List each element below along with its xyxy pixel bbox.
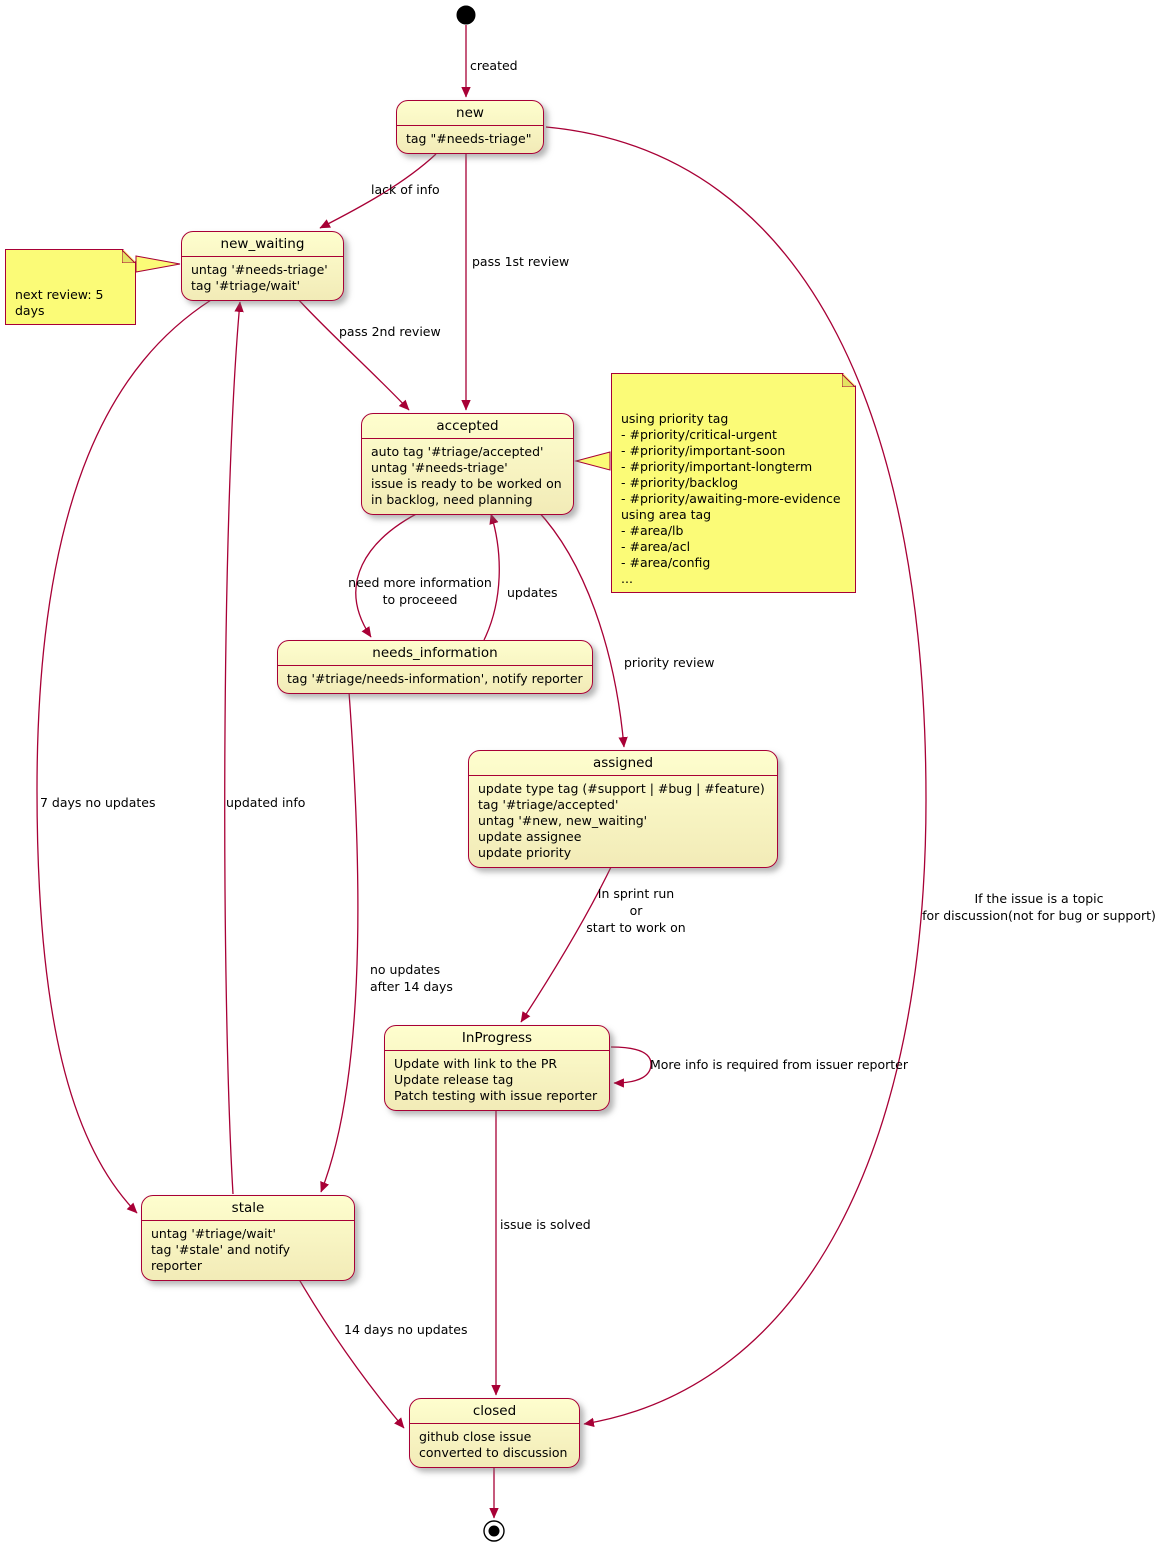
- edge-needs-information-to-stale: [320, 691, 359, 1193]
- state-accepted-body: auto tag '#triage/accepted' untag '#need…: [371, 444, 562, 507]
- initial-state-icon: [456, 5, 476, 25]
- state-assigned-title: assigned: [469, 751, 777, 776]
- label-no-updates-after-14-days: no updates after 14 days: [370, 962, 453, 994]
- edge-new-to-closed: [545, 126, 927, 1427]
- state-new-title: new: [397, 101, 543, 126]
- state-inprogress: InProgress Update with link to the PR Up…: [384, 1025, 610, 1111]
- label-created: created: [470, 58, 518, 73]
- edge-stale-to-new-waiting: [224, 301, 244, 1195]
- state-stale-title: stale: [142, 1196, 354, 1221]
- state-new-waiting-body: untag '#needs-triage' tag '#triage/wait': [191, 262, 328, 293]
- state-inprogress-body: Update with link to the PR Update releas…: [394, 1056, 598, 1103]
- state-stale: stale untag '#triage/wait' tag '#stale' …: [141, 1195, 355, 1281]
- label-pass-1st-review: pass 1st review: [472, 254, 570, 269]
- state-assigned: assigned update type tag (#support | #bu…: [468, 750, 778, 868]
- state-closed-title: closed: [410, 1399, 579, 1424]
- note-pointer-next-review: [135, 255, 181, 273]
- edge-new-waiting-to-accepted: [296, 297, 410, 411]
- edge-accepted-to-needs-information: [355, 509, 425, 638]
- label-need-more-information: need more information to proceeed: [348, 575, 492, 607]
- edge-inprogress-self-loop: [610, 1046, 652, 1088]
- note-fold-icon: [842, 374, 855, 387]
- note-next-review-text: next review: 5 days: [15, 287, 104, 318]
- label-issue-is-solved: issue is solved: [500, 1217, 591, 1232]
- note-pointer-priority: [574, 451, 611, 471]
- state-inprogress-title: InProgress: [385, 1026, 609, 1051]
- state-closed: closed github close issue converted to d…: [409, 1398, 580, 1468]
- state-accepted-title: accepted: [362, 414, 573, 439]
- state-new-body: tag "#needs-triage": [406, 131, 532, 146]
- state-needs-information-title: needs_information: [278, 641, 592, 666]
- label-14-days-no-updates: 14 days no updates: [344, 1322, 468, 1337]
- label-updates: updates: [507, 585, 558, 600]
- edge-stale-to-closed: [288, 1261, 405, 1429]
- final-state-icon: [483, 1520, 505, 1542]
- edge-new-to-new-waiting: [319, 153, 437, 229]
- label-topic-for-discussion: If the issue is a topic for discussion(n…: [922, 891, 1156, 923]
- state-accepted: accepted auto tag '#triage/accepted' unt…: [361, 413, 574, 515]
- state-closed-body: github close issue converted to discussi…: [419, 1429, 568, 1460]
- state-stale-body: untag '#triage/wait' tag '#stale' and no…: [151, 1226, 291, 1273]
- label-pass-2nd-review: pass 2nd review: [339, 324, 441, 339]
- note-priority-tags: using priority tag - #priority/critical-…: [611, 373, 856, 593]
- label-updated-info: updated info: [226, 795, 306, 810]
- label-7-days-no-updates: 7 days no updates: [40, 795, 156, 810]
- label-priority-review: priority review: [624, 655, 715, 670]
- note-next-review: next review: 5 days: [5, 249, 136, 325]
- state-new: new tag "#needs-triage": [396, 100, 544, 154]
- label-more-info-required: More info is required from issuer report…: [650, 1057, 908, 1072]
- state-assigned-body: update type tag (#support | #bug | #feat…: [478, 781, 765, 860]
- state-needs-information: needs_information tag '#triage/needs-inf…: [277, 640, 593, 694]
- state-needs-information-body: tag '#triage/needs-information', notify …: [287, 671, 583, 686]
- label-in-sprint-run: In sprint run or start to work on: [586, 886, 686, 935]
- note-priority-tags-text: using priority tag - #priority/critical-…: [621, 411, 841, 586]
- state-new-waiting-title: new_waiting: [182, 232, 343, 257]
- state-new-waiting: new_waiting untag '#needs-triage' tag '#…: [181, 231, 344, 301]
- edge-new-waiting-to-stale: [36, 299, 212, 1214]
- edge-assigned-to-inprogress: [520, 862, 614, 1023]
- label-lack-of-info: lack of info: [371, 182, 440, 197]
- note-fold-icon: [122, 250, 135, 263]
- edge-accepted-to-assigned: [536, 509, 628, 748]
- edge-needs-information-to-accepted: [483, 513, 500, 641]
